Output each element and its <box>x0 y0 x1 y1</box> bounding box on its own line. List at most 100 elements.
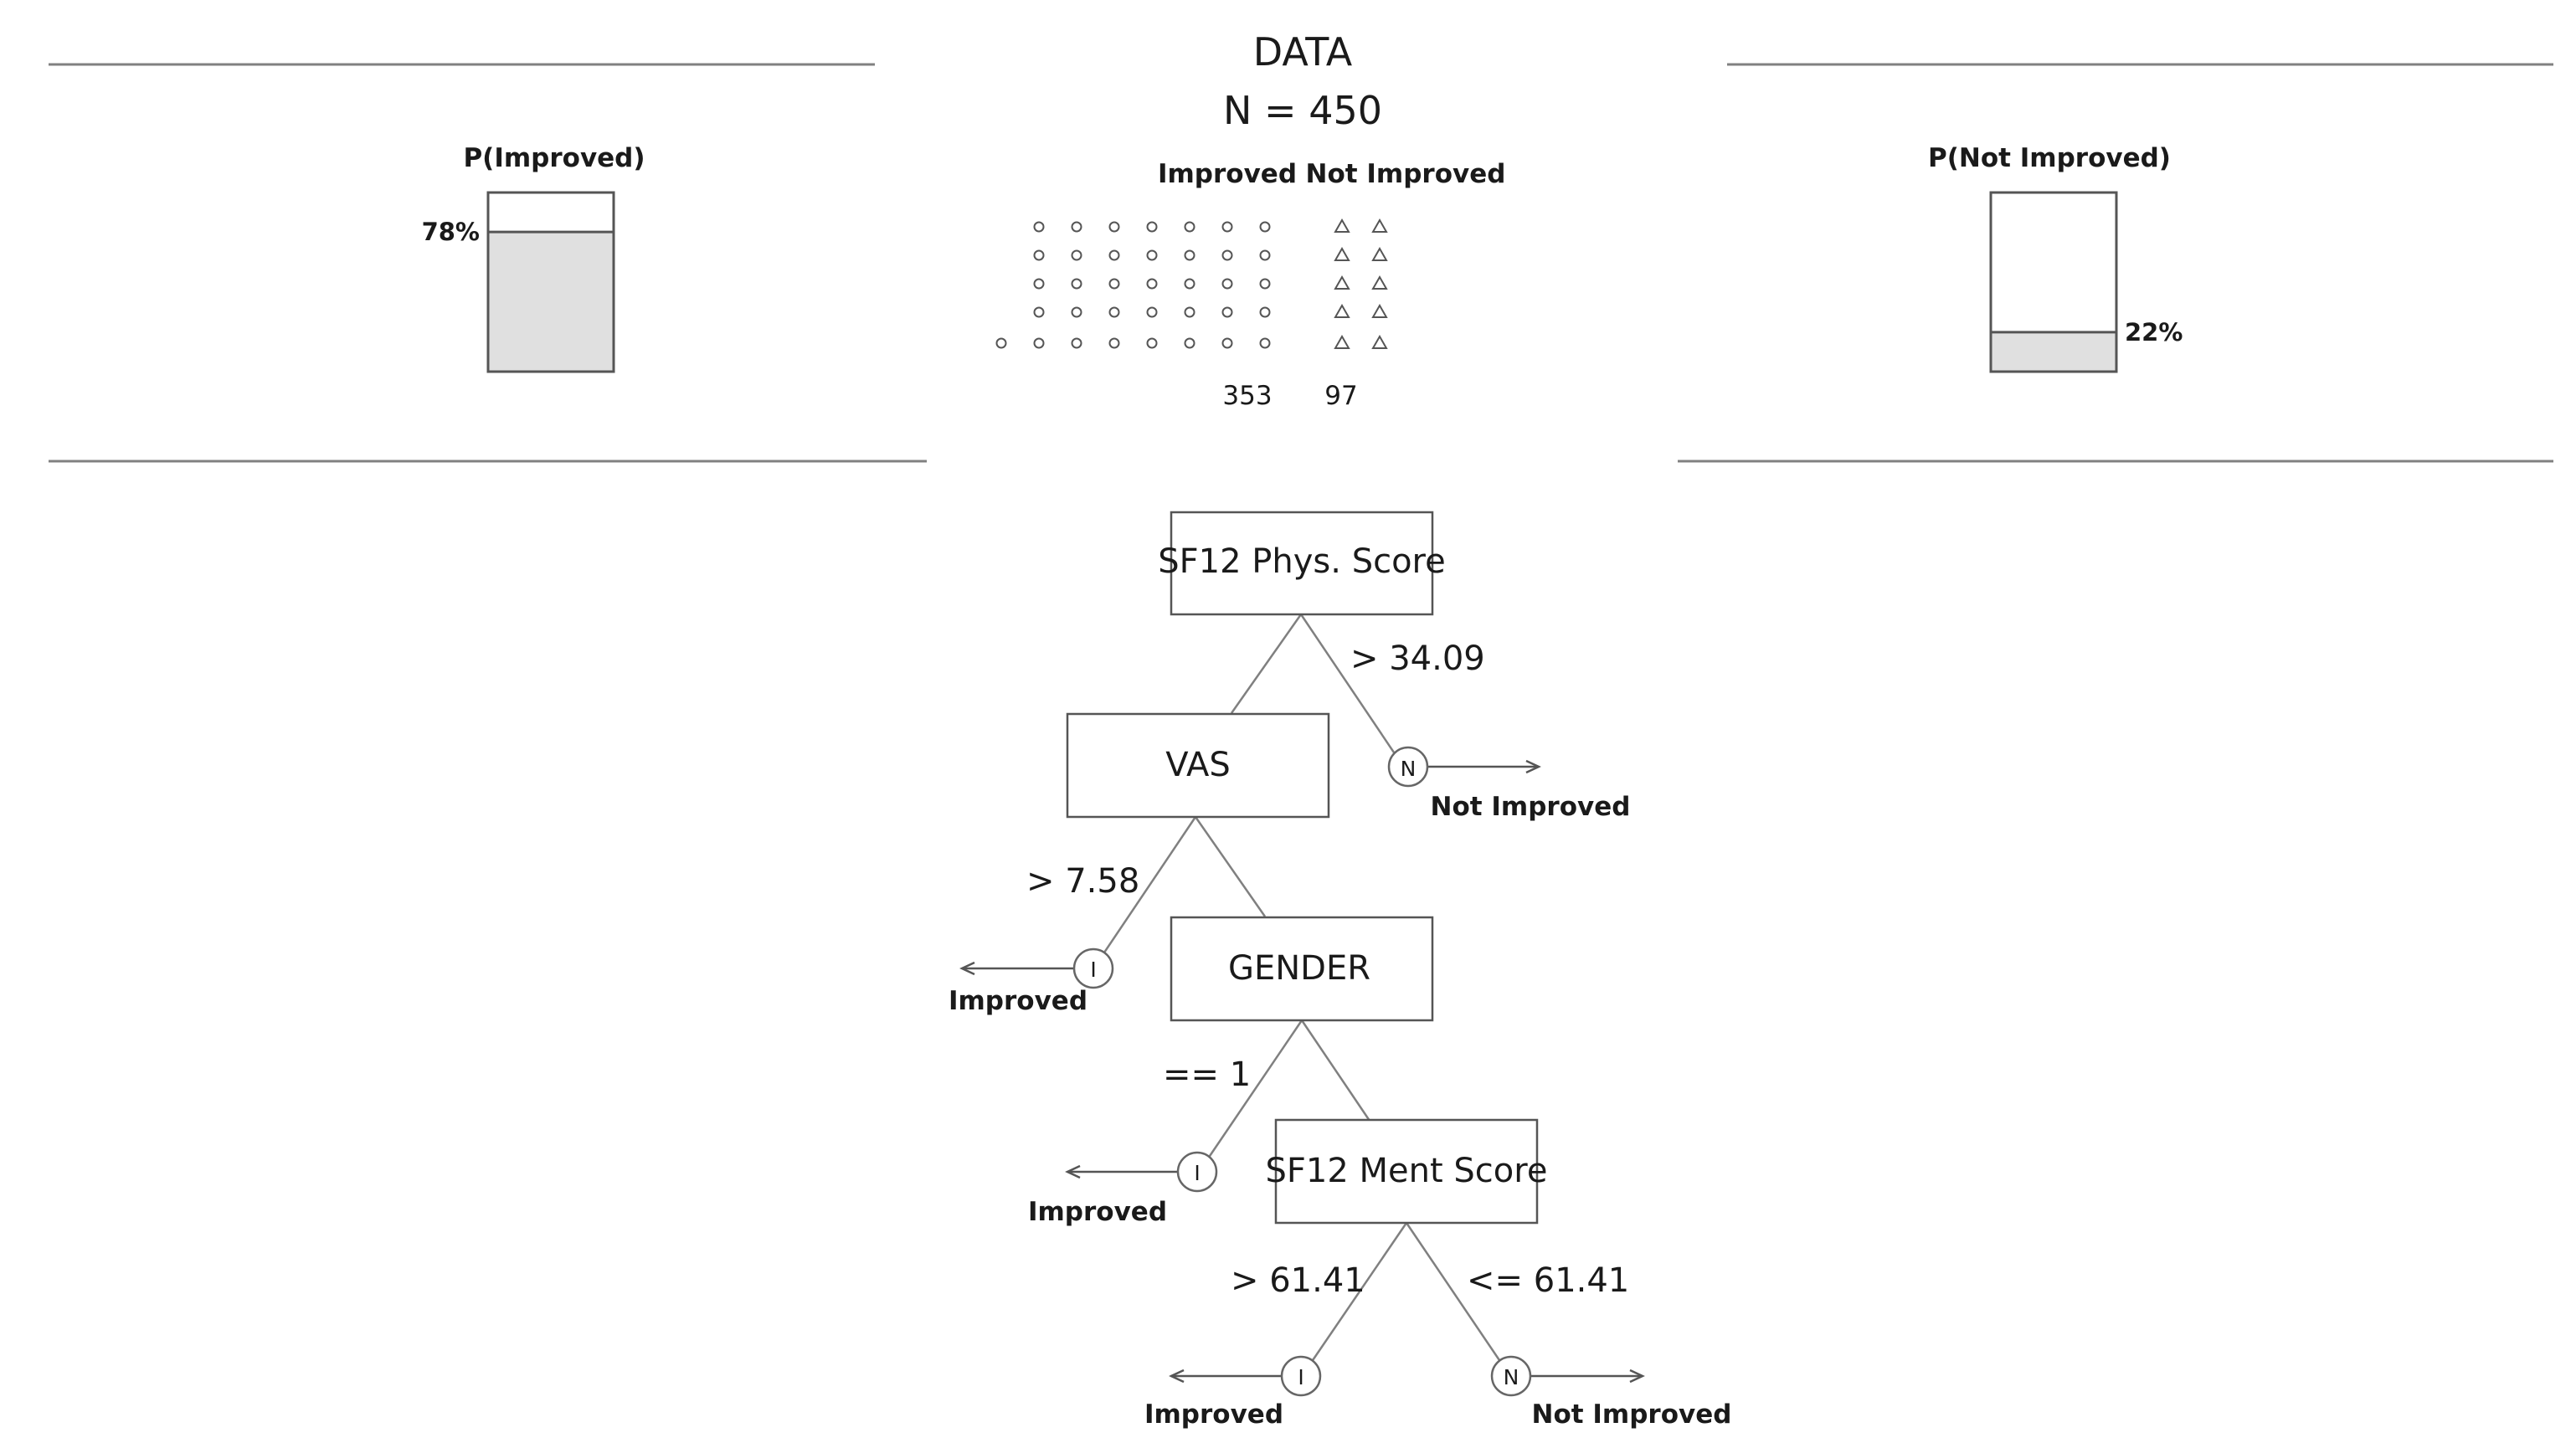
edge-gender-to-leaf-i <box>1205 1019 1303 1162</box>
leaf-improved-4: I Improved <box>1144 1355 1322 1430</box>
p-not-improved-bar-frame <box>1989 191 2118 373</box>
edge-label-vas: > 7.58 <box>1026 862 1139 901</box>
improved-marker <box>1071 306 1082 318</box>
not-improved-marker <box>1334 303 1350 318</box>
leaf-circle <box>1490 1355 1532 1397</box>
improved-marker <box>1146 337 1158 349</box>
edge-label-phys: > 34.09 <box>1350 639 1485 678</box>
node-sf12-ment: SF12 Ment Score <box>1266 1118 1547 1225</box>
p-not-improved-percent: 22% <box>2125 318 2183 347</box>
improved-marker <box>1221 221 1233 233</box>
leaf-label: Not Improved <box>1532 1399 1732 1430</box>
tree-edges <box>1099 614 1504 1366</box>
p-improved-bar-frame <box>486 191 615 373</box>
improved-marker <box>1033 221 1045 233</box>
edge-label-ment-left: > 61.41 <box>1231 1261 1365 1300</box>
improved-marker <box>1108 278 1120 290</box>
leaf-circle <box>1280 1355 1322 1397</box>
improved-marker <box>1259 221 1271 233</box>
p-not-improved-panel: P(Not Improved) 22% <box>1928 143 2183 373</box>
improved-marker <box>1146 306 1158 318</box>
node-box <box>1066 712 1330 819</box>
improved-header: Improved <box>1158 159 1297 189</box>
improved-marker <box>1071 337 1082 349</box>
improved-marker <box>1146 221 1158 233</box>
arrowhead-leaf-5 <box>1629 1369 1645 1384</box>
leaf-not-improved-5: N Not Improved <box>1490 1355 1732 1430</box>
improved-marker <box>1259 249 1271 261</box>
edge-phys-to-vas <box>1230 614 1303 714</box>
node-sf12-phys: SF12 Phys. Score <box>1158 511 1446 616</box>
improved-marker <box>1184 278 1195 290</box>
improved-marker <box>1221 249 1233 261</box>
edge-label-ment-right: <= 61.41 <box>1467 1261 1629 1300</box>
arrowhead-leaf-2 <box>959 961 975 976</box>
leaf-not-improved-1: N Not Improved <box>1387 746 1631 822</box>
not-improved-marker <box>1334 275 1350 290</box>
p-improved-label: P(Improved) <box>463 143 645 173</box>
improved-marker <box>1033 278 1045 290</box>
edge-ment-to-leaf-n <box>1405 1222 1504 1366</box>
improved-count: 353 <box>1222 381 1272 411</box>
node-vas: VAS <box>1066 712 1330 819</box>
p-not-improved-fill <box>1991 331 2116 372</box>
node-label: SF12 Phys. Score <box>1158 542 1445 581</box>
node-label: VAS <box>1165 746 1231 784</box>
improved-marker <box>1221 278 1233 290</box>
arrowhead-leaf-1 <box>1525 759 1541 774</box>
improved-marker <box>1033 337 1045 349</box>
improved-marker <box>1221 306 1233 318</box>
arrowhead-leaf-3 <box>1065 1164 1081 1179</box>
improved-marker <box>1184 337 1195 349</box>
not-improved-marker <box>1371 334 1388 349</box>
edge-ment-to-leaf-i <box>1308 1222 1408 1366</box>
not-improved-marker <box>1371 275 1388 290</box>
not-improved-marker <box>1371 218 1388 233</box>
node-box <box>1170 511 1434 616</box>
not-improved-header: Not Improved <box>1306 159 1506 189</box>
p-improved-panel: P(Improved) 78% <box>422 143 645 373</box>
improved-markers <box>995 221 1271 349</box>
p-improved-fill <box>488 232 614 372</box>
edge-gender-to-ment <box>1300 1019 1371 1122</box>
leaf-circle <box>1072 947 1114 989</box>
edge-vas-to-leaf-i <box>1099 816 1197 958</box>
not-improved-markers <box>1334 218 1388 349</box>
improved-marker <box>1071 278 1082 290</box>
leaf-label: Not Improved <box>1431 792 1631 822</box>
data-panel: Improved Not Improved 353 97 <box>995 159 1506 411</box>
node-gender: GENDER <box>1170 916 1434 1022</box>
improved-marker <box>1259 306 1271 318</box>
p-improved-percent: 78% <box>422 218 480 246</box>
p-not-improved-label: P(Not Improved) <box>1928 143 2171 173</box>
edge-vas-to-gender <box>1194 816 1267 917</box>
leaf-improved-2: I Improved <box>949 947 1114 1016</box>
improved-marker <box>995 337 1007 349</box>
improved-marker <box>1184 221 1195 233</box>
leaf-circle <box>1176 1151 1218 1193</box>
node-box <box>1170 916 1434 1022</box>
leaf-symbol: N <box>1401 757 1417 781</box>
edge-phys-to-leaf-n <box>1299 614 1396 753</box>
improved-marker <box>1221 337 1233 349</box>
improved-marker <box>1071 249 1082 261</box>
leaf-label: Improved <box>1144 1399 1283 1430</box>
improved-marker <box>1108 249 1120 261</box>
separator-lines <box>49 63 2553 463</box>
improved-marker <box>1108 306 1120 318</box>
improved-marker <box>1071 221 1082 233</box>
improved-marker <box>1033 249 1045 261</box>
improved-marker <box>1033 306 1045 318</box>
edge-label-gender: == 1 <box>1163 1055 1251 1094</box>
leaf-symbol: I <box>1298 1365 1303 1389</box>
leaf-improved-3: I Improved <box>1028 1151 1218 1227</box>
improved-marker <box>1146 249 1158 261</box>
not-improved-marker <box>1371 303 1388 318</box>
not-improved-count: 97 <box>1324 381 1357 411</box>
improved-marker <box>1108 221 1120 233</box>
improved-marker <box>1184 249 1195 261</box>
not-improved-marker <box>1334 218 1350 233</box>
improved-marker <box>1108 337 1120 349</box>
not-improved-marker <box>1334 246 1350 261</box>
